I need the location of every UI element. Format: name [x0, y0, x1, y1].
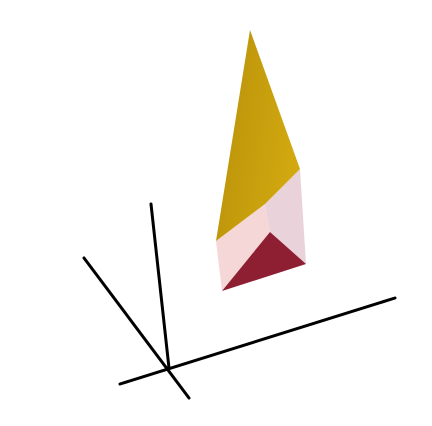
coordinate-axes [82, 202, 397, 400]
prism-solid [216, 30, 306, 291]
prism-face-apex [216, 30, 300, 241]
prism-face-pink-left [216, 204, 270, 291]
axis-horizontal [118, 296, 397, 386]
prism-face-pink-right [265, 169, 306, 264]
prism-face-bottom-cap [222, 232, 306, 291]
axis-vertical [149, 202, 171, 370]
axis-depth [82, 256, 191, 400]
